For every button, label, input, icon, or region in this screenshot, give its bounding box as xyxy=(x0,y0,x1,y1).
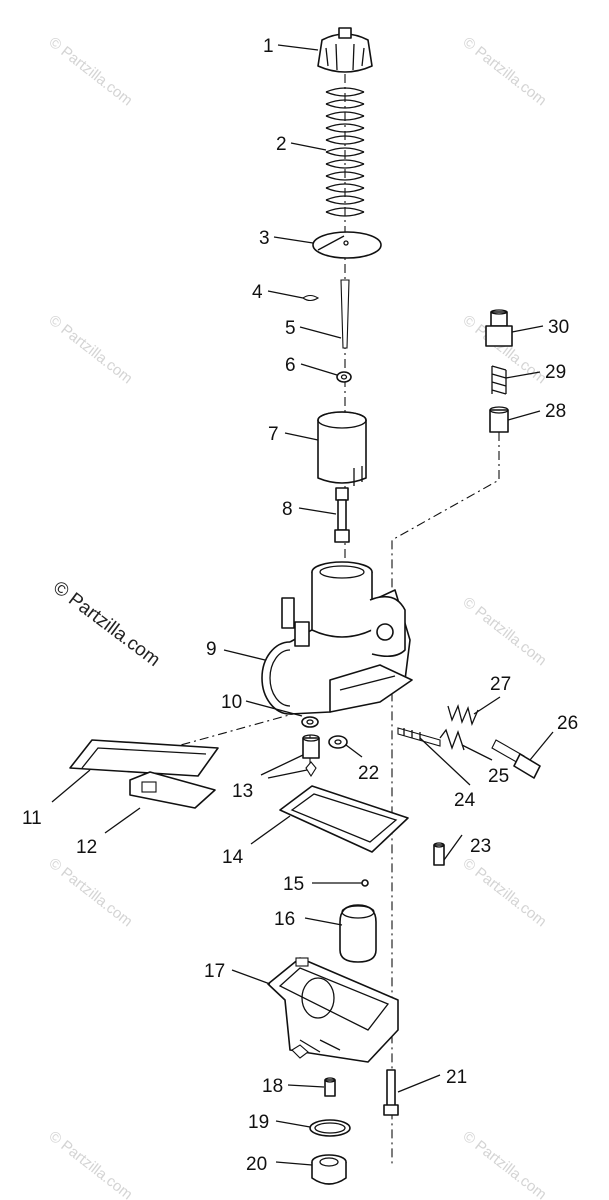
watermark-top-right: © Partzilla.com xyxy=(460,34,550,110)
callout-22: 22 xyxy=(358,763,379,784)
part-plunger xyxy=(489,406,509,433)
part-drain-plug xyxy=(311,1154,347,1185)
callout-28: 28 xyxy=(545,401,566,422)
watermark-large: © Partzilla.com xyxy=(49,577,164,671)
part-pin xyxy=(361,879,369,887)
part-spring-29 xyxy=(491,365,507,395)
callout-3: 3 xyxy=(259,228,270,249)
part-cap xyxy=(317,27,373,73)
part-main-jet xyxy=(324,1077,336,1097)
part-gasket xyxy=(69,739,219,777)
part-pilot-screw xyxy=(397,727,441,747)
callout-21: 21 xyxy=(446,1067,467,1088)
part-spring xyxy=(325,87,365,217)
part-plate-12 xyxy=(129,771,216,809)
callout-17: 17 xyxy=(204,961,225,982)
callout-20: 20 xyxy=(246,1154,267,1175)
callout-18: 18 xyxy=(262,1076,283,1097)
callout-15: 15 xyxy=(283,874,304,895)
callout-1: 1 xyxy=(263,36,274,57)
callout-23: 23 xyxy=(470,836,491,857)
watermark-bottom-left: © Partzilla.com xyxy=(46,1128,136,1200)
part-plate xyxy=(312,231,382,259)
part-jet-needle xyxy=(340,279,350,349)
part-o-ring xyxy=(309,1119,351,1137)
watermark-mid-left: © Partzilla.com xyxy=(46,312,136,388)
part-choke-nut xyxy=(485,309,513,347)
callout-13: 13 xyxy=(232,781,253,802)
part-float xyxy=(339,904,377,963)
part-float-bowl-gasket xyxy=(279,785,409,853)
callout-labels: 1 2 3 4 5 6 7 8 9 10 11 12 13 14 15 16 1… xyxy=(22,36,578,1175)
part-float-bowl xyxy=(267,957,399,1063)
callout-12: 12 xyxy=(76,837,97,858)
part-needle-jet xyxy=(334,487,350,543)
callout-7: 7 xyxy=(268,424,279,445)
part-spring-25 xyxy=(439,728,465,751)
part-spring-27 xyxy=(447,703,479,727)
watermark-center-right: © Partzilla.com xyxy=(460,594,550,670)
watermark-low-left: © Partzilla.com xyxy=(46,855,136,931)
callout-8: 8 xyxy=(282,499,293,520)
part-washer-10 xyxy=(301,716,319,728)
leader-lines xyxy=(51,44,554,1166)
part-valve-seat xyxy=(302,734,320,778)
part-clip xyxy=(302,294,320,302)
watermark-top-left: © Partzilla.com xyxy=(46,34,136,110)
part-carburetor-body xyxy=(261,561,413,715)
part-screw xyxy=(383,1069,399,1116)
callout-4: 4 xyxy=(252,282,263,303)
callout-30: 30 xyxy=(548,317,569,338)
callout-27: 27 xyxy=(490,674,511,695)
callout-29: 29 xyxy=(545,362,566,383)
callout-19: 19 xyxy=(248,1112,269,1133)
part-washer-22 xyxy=(328,735,348,749)
callout-5: 5 xyxy=(285,318,296,339)
callout-2: 2 xyxy=(276,134,287,155)
callout-24: 24 xyxy=(454,790,476,811)
callout-6: 6 xyxy=(285,355,296,376)
part-throttle-valve xyxy=(317,411,367,486)
part-pilot-jet xyxy=(433,842,445,866)
callout-9: 9 xyxy=(206,639,217,660)
watermark-bottom-right: © Partzilla.com xyxy=(460,1128,550,1200)
callout-11: 11 xyxy=(22,808,42,829)
callout-16: 16 xyxy=(274,909,295,930)
watermark-low-right: © Partzilla.com xyxy=(460,855,550,931)
callout-26: 26 xyxy=(557,713,578,734)
part-washer-6 xyxy=(336,371,352,383)
callout-25: 25 xyxy=(488,766,509,787)
callout-14: 14 xyxy=(222,847,244,868)
callout-10: 10 xyxy=(221,692,242,713)
part-idle-screw xyxy=(491,739,541,779)
